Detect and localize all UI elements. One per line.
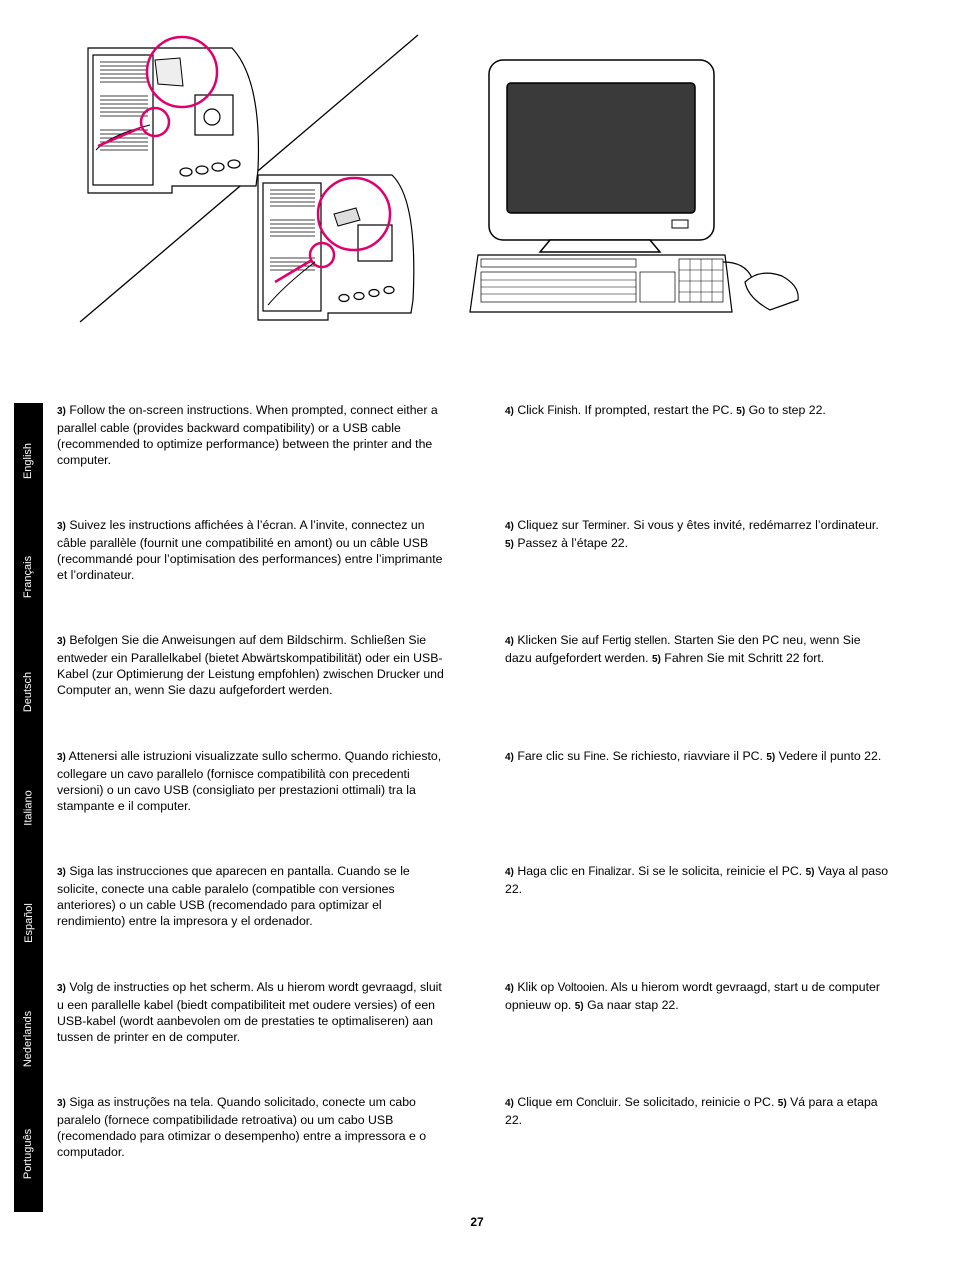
step4-deutsch: 4) Klicken Sie auf Fertig stellen. Start…: [505, 633, 861, 665]
page-number: 27: [470, 1215, 484, 1229]
language-sidebar: English Français Deutsch Italiano Españo…: [14, 403, 43, 1212]
step4-nederlands: 4) Klik op Voltooien. Als u hierom wordt…: [505, 980, 880, 1012]
mouse-icon: [722, 261, 799, 311]
ui-label-fine: Fine: [583, 750, 606, 763]
step3-francais: 3) Suivez les instructions affichées à l…: [57, 518, 443, 582]
usb-port-highlight: [316, 176, 392, 252]
step4-italiano: 4) Fare clic su Fine. Se richiesto, riav…: [505, 749, 882, 763]
lang-tab-espanol: Español: [22, 903, 35, 943]
step4-francais: 4) Cliquez sur Terminer. Si vous y êtes …: [505, 518, 879, 550]
lang-tab-english: English: [22, 442, 35, 480]
step4-espanol: 4) Haga clic en Finalizar. Si se le soli…: [505, 864, 889, 896]
step3-portugues: 3) Siga as instruções na tela. Quando so…: [57, 1095, 427, 1159]
ui-label-terminer: Terminer: [582, 519, 627, 532]
printer-usb-icon: [257, 174, 415, 321]
lang-tab-nederlands: Nederlands: [22, 1010, 35, 1068]
lang-tab-deutsch: Deutsch: [22, 671, 35, 713]
ui-label-voltooien: Voltooien: [557, 981, 605, 994]
lang-tab-portugues: Português: [22, 1128, 35, 1180]
step3-english: 3) Follow the on-screen instructions. Wh…: [57, 403, 438, 467]
lang-tab-italiano: Italiano: [22, 790, 35, 826]
ui-label-finalizar: Finalizar: [588, 865, 632, 878]
ui-label-concluir: Concluir: [576, 1096, 618, 1109]
step4-portugues: 4) Clique em Concluir. Se solicitado, re…: [505, 1095, 878, 1127]
parallel-port-highlight: [145, 35, 219, 109]
step3-nederlands: 3) Volg de instructies op het scherm. Al…: [57, 980, 442, 1044]
step4-english: 4) Click Finish. If prompted, restart th…: [505, 403, 826, 417]
step3-espanol: 3) Siga las instrucciones que aparecen e…: [57, 864, 410, 928]
keyboard-icon: [469, 254, 733, 313]
ui-label-finish: Finish: [547, 404, 578, 417]
printer-computer-illustration: [79, 34, 799, 323]
step3-deutsch: 3) Befolgen Sie die Anweisungen auf dem …: [57, 633, 444, 697]
lang-tab-francais: Français: [22, 555, 35, 599]
step3-italiano: 3) Attenersi alle istruzioni visualizzat…: [57, 749, 442, 813]
ui-label-fertig-stellen: Fertig stellen: [602, 634, 668, 647]
parallel-connector: [154, 57, 184, 87]
monitor-icon: [488, 59, 715, 253]
